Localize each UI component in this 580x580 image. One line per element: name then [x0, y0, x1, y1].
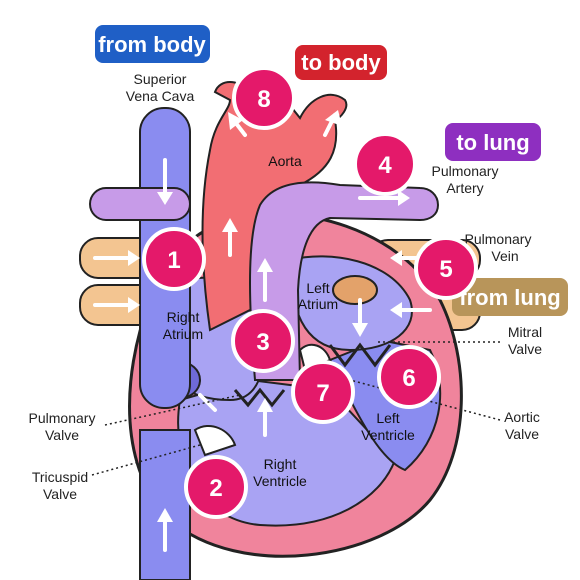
- right-ventricle-label-1: Right: [264, 456, 297, 472]
- aortic-valve-label-2: Valve: [505, 426, 539, 442]
- superior-vena-cava-label-2: Vena Cava: [126, 88, 195, 104]
- from-body-tag: from body: [95, 25, 210, 63]
- from-lung-tag: from lung: [452, 278, 568, 316]
- step-circle-8: 8: [232, 66, 296, 130]
- aortic-valve-label-1: Aortic: [504, 409, 540, 425]
- step-circle-1: 1: [142, 227, 206, 291]
- right-atrium-label-2: Atrium: [163, 326, 203, 342]
- pulmonary-artery-label-1: Pulmonary: [432, 163, 499, 179]
- step-circle-4: 4: [353, 132, 417, 196]
- step-circle-5: 5: [414, 236, 478, 300]
- to-lung-tag-text: to lung: [456, 130, 529, 155]
- step-circle-2: 2: [184, 455, 248, 519]
- pulmonary-valve-label-1: Pulmonary: [29, 410, 96, 426]
- step-circle-6: 6: [377, 345, 441, 409]
- tricuspid-valve-label-1: Tricuspid: [32, 469, 88, 485]
- pulmonary-valve-shape: [233, 387, 286, 408]
- mitral-valve-label-1: Mitral: [508, 324, 542, 340]
- aorta-label: Aorta: [268, 153, 302, 169]
- step-number-5: 5: [439, 256, 452, 283]
- pulmonary-vein-label-2: Vein: [491, 248, 518, 264]
- to-lung-tag: to lung: [445, 123, 541, 161]
- step-number-2: 2: [209, 475, 222, 502]
- left-ventricle-label-1: Left: [376, 410, 399, 426]
- to-body-tag: to body: [295, 45, 387, 80]
- inferior-vena-cava: [139, 429, 191, 580]
- pulmonary-artery-label-2: Artery: [446, 180, 483, 196]
- step-circle-3: 3: [231, 309, 295, 373]
- flow-arrows: [93, 110, 432, 552]
- step-circle-7: 7: [291, 360, 355, 424]
- aortic-valve-shape: [298, 343, 332, 372]
- mitral-valve-shape: [328, 342, 392, 368]
- step-number-7: 7: [316, 380, 329, 407]
- tricuspid-valve-label-2: Valve: [43, 486, 77, 502]
- pulmonary-valve-label-2: Valve: [45, 427, 79, 443]
- step-number-8: 8: [257, 86, 270, 113]
- pulmonary-artery-vessel: [249, 181, 440, 381]
- mitral-valve-label-2: Valve: [508, 341, 542, 357]
- left-ventricle-label-2: Ventricle: [361, 427, 415, 443]
- tricuspid-valve-shape: [193, 425, 237, 457]
- step-number-3: 3: [256, 329, 269, 356]
- step-number-1: 1: [167, 247, 180, 274]
- left-atrium-label-1: Left: [306, 280, 329, 296]
- right-atrium-label-1: Right: [167, 309, 200, 325]
- superior-vena-cava-label-1: Superior: [134, 71, 187, 87]
- right-ventricle-label-2: Ventricle: [253, 473, 307, 489]
- pulmonary-artery-left-branch: [89, 187, 191, 221]
- leader-lines: [91, 341, 501, 476]
- from-lung-tag-text: from lung: [459, 285, 560, 310]
- step-number-6: 6: [402, 365, 415, 392]
- pulmonary-vein-label-1: Pulmonary: [465, 231, 532, 247]
- left-atrium-opening: [332, 275, 378, 305]
- to-body-tag-text: to body: [301, 50, 381, 75]
- from-body-tag-text: from body: [98, 32, 206, 57]
- left-atrium-label-2: Atrium: [298, 296, 338, 312]
- step-number-4: 4: [378, 152, 392, 179]
